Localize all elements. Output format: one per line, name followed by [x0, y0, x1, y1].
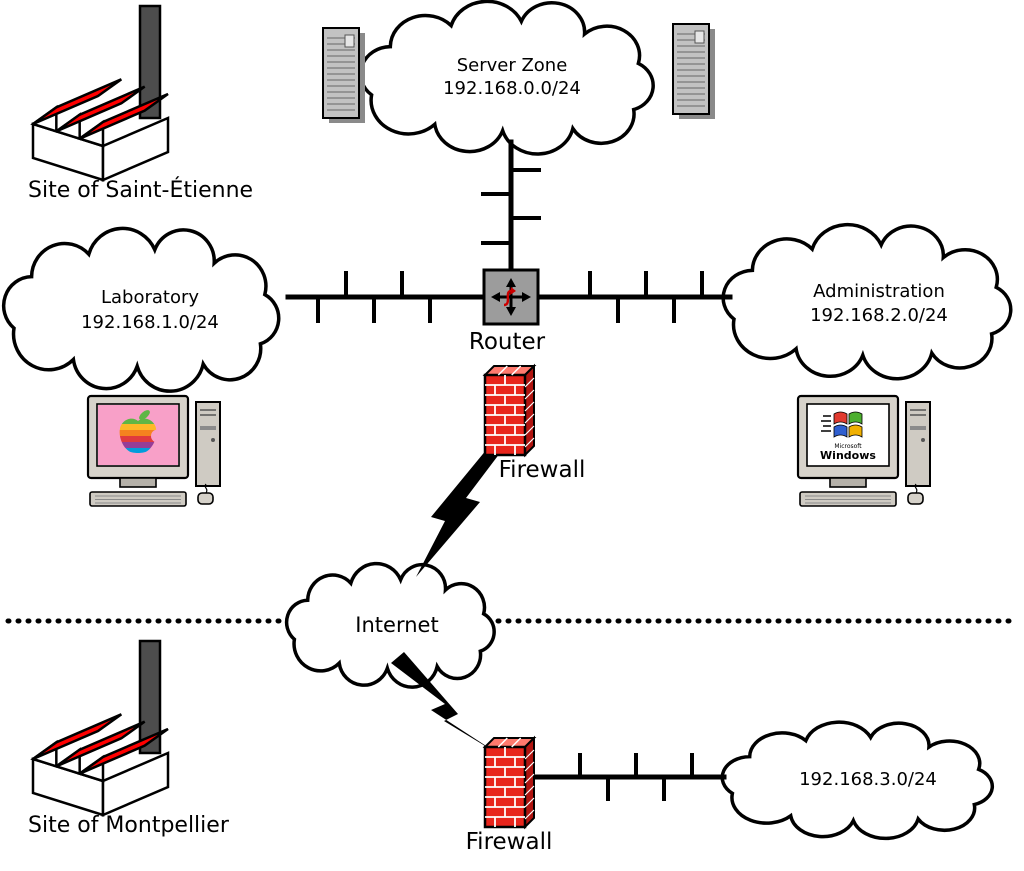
administration-subnet: 192.168.2.0/24: [810, 305, 948, 326]
windows-brand-small-text: Microsoft: [834, 443, 862, 450]
server-zone-subnet: 192.168.0.0/24: [443, 78, 581, 99]
server-tower-left: [322, 27, 366, 124]
administration-name: Administration: [813, 281, 945, 302]
firewall-montpellier: [483, 736, 536, 829]
apple-bite: [151, 429, 164, 443]
wan-link-bolt-bottom: [391, 652, 500, 755]
mac-workstation: [86, 394, 222, 508]
firewall-main-label: Firewall: [499, 457, 586, 483]
firewall-montpellier-label: Firewall: [466, 829, 553, 855]
site-saint-etienne-label: Site of Saint-Étienne: [28, 177, 253, 203]
labels: Site of Saint-Étienne Site of Montpellie…: [28, 55, 948, 855]
router-redirect-icon: [503, 289, 512, 307]
windows-logo-icon: [821, 411, 863, 438]
laboratory-subnet: 192.168.1.0/24: [81, 312, 219, 333]
firewall-main: [483, 364, 536, 457]
site-montpellier-label: Site of Montpellier: [28, 813, 230, 838]
montpellier-bus: [517, 753, 727, 801]
apple-logo-icon: [119, 410, 164, 454]
server-zone-name: Server Zone: [457, 55, 568, 76]
internet-label: Internet: [355, 613, 438, 637]
windows-brand-large-text: Windows: [820, 449, 876, 462]
server-tower-right: [672, 23, 716, 120]
router: [482, 268, 540, 326]
server-zone-bus: [481, 139, 541, 275]
windows-workstation: Microsoft Windows: [796, 394, 932, 508]
laboratory-name: Laboratory: [101, 287, 199, 308]
router-label: Router: [469, 329, 546, 355]
wan-link-bolt-top: [416, 449, 503, 577]
montpellier-lan-subnet: 192.168.3.0/24: [799, 769, 937, 790]
apple-leaf: [139, 410, 150, 420]
